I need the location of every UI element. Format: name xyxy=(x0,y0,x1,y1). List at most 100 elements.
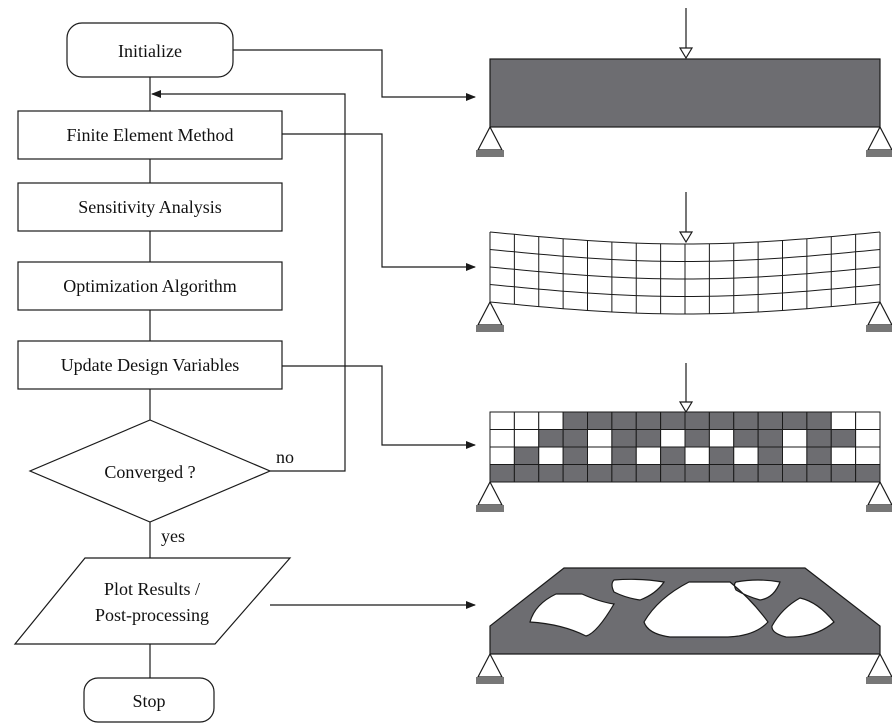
initialize-node: Initialize xyxy=(66,22,234,78)
density-cell xyxy=(708,446,735,465)
plot-label-line1: Plot Results / xyxy=(104,579,200,599)
density-cell xyxy=(660,429,686,448)
load-arrow-icon xyxy=(678,47,694,60)
fem-box xyxy=(17,110,283,160)
sensitivity-label: Sensitivity Analysis xyxy=(78,197,222,217)
density-cell xyxy=(830,446,857,465)
fe-mesh-illustration xyxy=(489,192,881,315)
density-cell xyxy=(806,411,832,430)
density-cell xyxy=(538,429,564,448)
plot-results-node: Plot Results / Post-processing xyxy=(13,557,292,645)
update-label: Update Design Variables xyxy=(61,355,240,375)
support-icon xyxy=(476,480,504,512)
density-cell xyxy=(782,464,808,483)
plot-label-line2: Post-processing xyxy=(95,605,209,625)
density-cell xyxy=(635,464,662,483)
density-cell xyxy=(855,411,881,430)
density-cell xyxy=(782,446,808,465)
density-cell xyxy=(611,429,637,448)
yes-label: yes xyxy=(161,526,185,546)
density-cell xyxy=(513,446,540,465)
sensitivity-box xyxy=(17,182,283,232)
density-cell xyxy=(538,446,564,465)
update-node: Update Design Variables xyxy=(17,340,283,390)
density-cell xyxy=(587,429,613,448)
density-cell xyxy=(611,411,637,430)
density-cell xyxy=(611,464,637,483)
density-cell xyxy=(587,446,613,465)
density-cell xyxy=(611,446,637,465)
density-cell xyxy=(806,446,832,465)
fem-node: Finite Element Method xyxy=(17,110,283,160)
update-box xyxy=(17,340,283,390)
density-cell xyxy=(757,464,784,483)
density-cell xyxy=(684,446,710,465)
density-cell xyxy=(733,446,759,465)
density-cell xyxy=(855,429,881,448)
density-cell xyxy=(489,411,515,430)
support-icon xyxy=(866,125,892,157)
density-cell xyxy=(587,411,613,430)
sensitivity-node: Sensitivity Analysis xyxy=(17,182,283,232)
density-cell xyxy=(513,464,540,483)
density-cell xyxy=(489,429,515,448)
density-cell xyxy=(708,429,735,448)
density-cell xyxy=(684,429,710,448)
supports xyxy=(476,125,892,684)
density-cell xyxy=(635,446,662,465)
initialize-box xyxy=(66,22,234,78)
connector-initialize xyxy=(233,49,476,101)
density-cell xyxy=(635,411,662,430)
support-icon xyxy=(866,300,892,332)
converged-label: Converged ? xyxy=(104,462,195,482)
converged-decision: Converged ? xyxy=(28,419,272,523)
deformed-mesh xyxy=(489,231,881,315)
no-label: no xyxy=(276,447,294,467)
density-cell xyxy=(538,411,564,430)
density-cell xyxy=(806,429,832,448)
density-cell xyxy=(757,429,784,448)
density-cell xyxy=(708,464,735,483)
density-cell xyxy=(562,464,589,483)
density-grid xyxy=(489,411,881,483)
density-cell xyxy=(757,411,784,430)
density-cell xyxy=(587,464,613,483)
density-cell xyxy=(660,446,686,465)
feedback-loop-arrow xyxy=(151,90,346,472)
density-cell xyxy=(782,411,808,430)
density-cell xyxy=(660,411,686,430)
support-icon xyxy=(476,125,504,157)
density-cell xyxy=(562,446,589,465)
optimized-structure-illustration xyxy=(489,567,881,655)
density-cell xyxy=(855,464,881,483)
fem-label: Finite Element Method xyxy=(67,125,234,145)
density-cell xyxy=(562,429,589,448)
load-arrow-icon xyxy=(678,401,694,414)
optimization-node: Optimization Algorithm xyxy=(17,261,283,311)
density-cell xyxy=(660,464,686,483)
support-icon xyxy=(476,300,504,332)
density-cell xyxy=(538,464,564,483)
support-icon xyxy=(476,652,504,684)
density-cell xyxy=(806,464,832,483)
density-cell xyxy=(830,429,857,448)
density-cell xyxy=(782,429,808,448)
density-cell xyxy=(733,411,759,430)
initialize-label: Initialize xyxy=(118,41,182,61)
density-cell xyxy=(830,464,857,483)
stop-box xyxy=(83,677,215,723)
support-icon xyxy=(866,480,892,512)
solid-domain xyxy=(489,58,881,128)
optimization-label: Optimization Algorithm xyxy=(63,276,237,296)
density-cell xyxy=(830,411,857,430)
density-cell xyxy=(513,411,540,430)
density-cell xyxy=(635,429,662,448)
density-cell xyxy=(684,464,710,483)
connector-update xyxy=(282,365,476,449)
optimization-box xyxy=(17,261,283,311)
density-cell xyxy=(855,446,881,465)
density-cell xyxy=(489,464,515,483)
illustration-connectors xyxy=(233,49,476,609)
density-grid-illustration xyxy=(489,363,881,483)
